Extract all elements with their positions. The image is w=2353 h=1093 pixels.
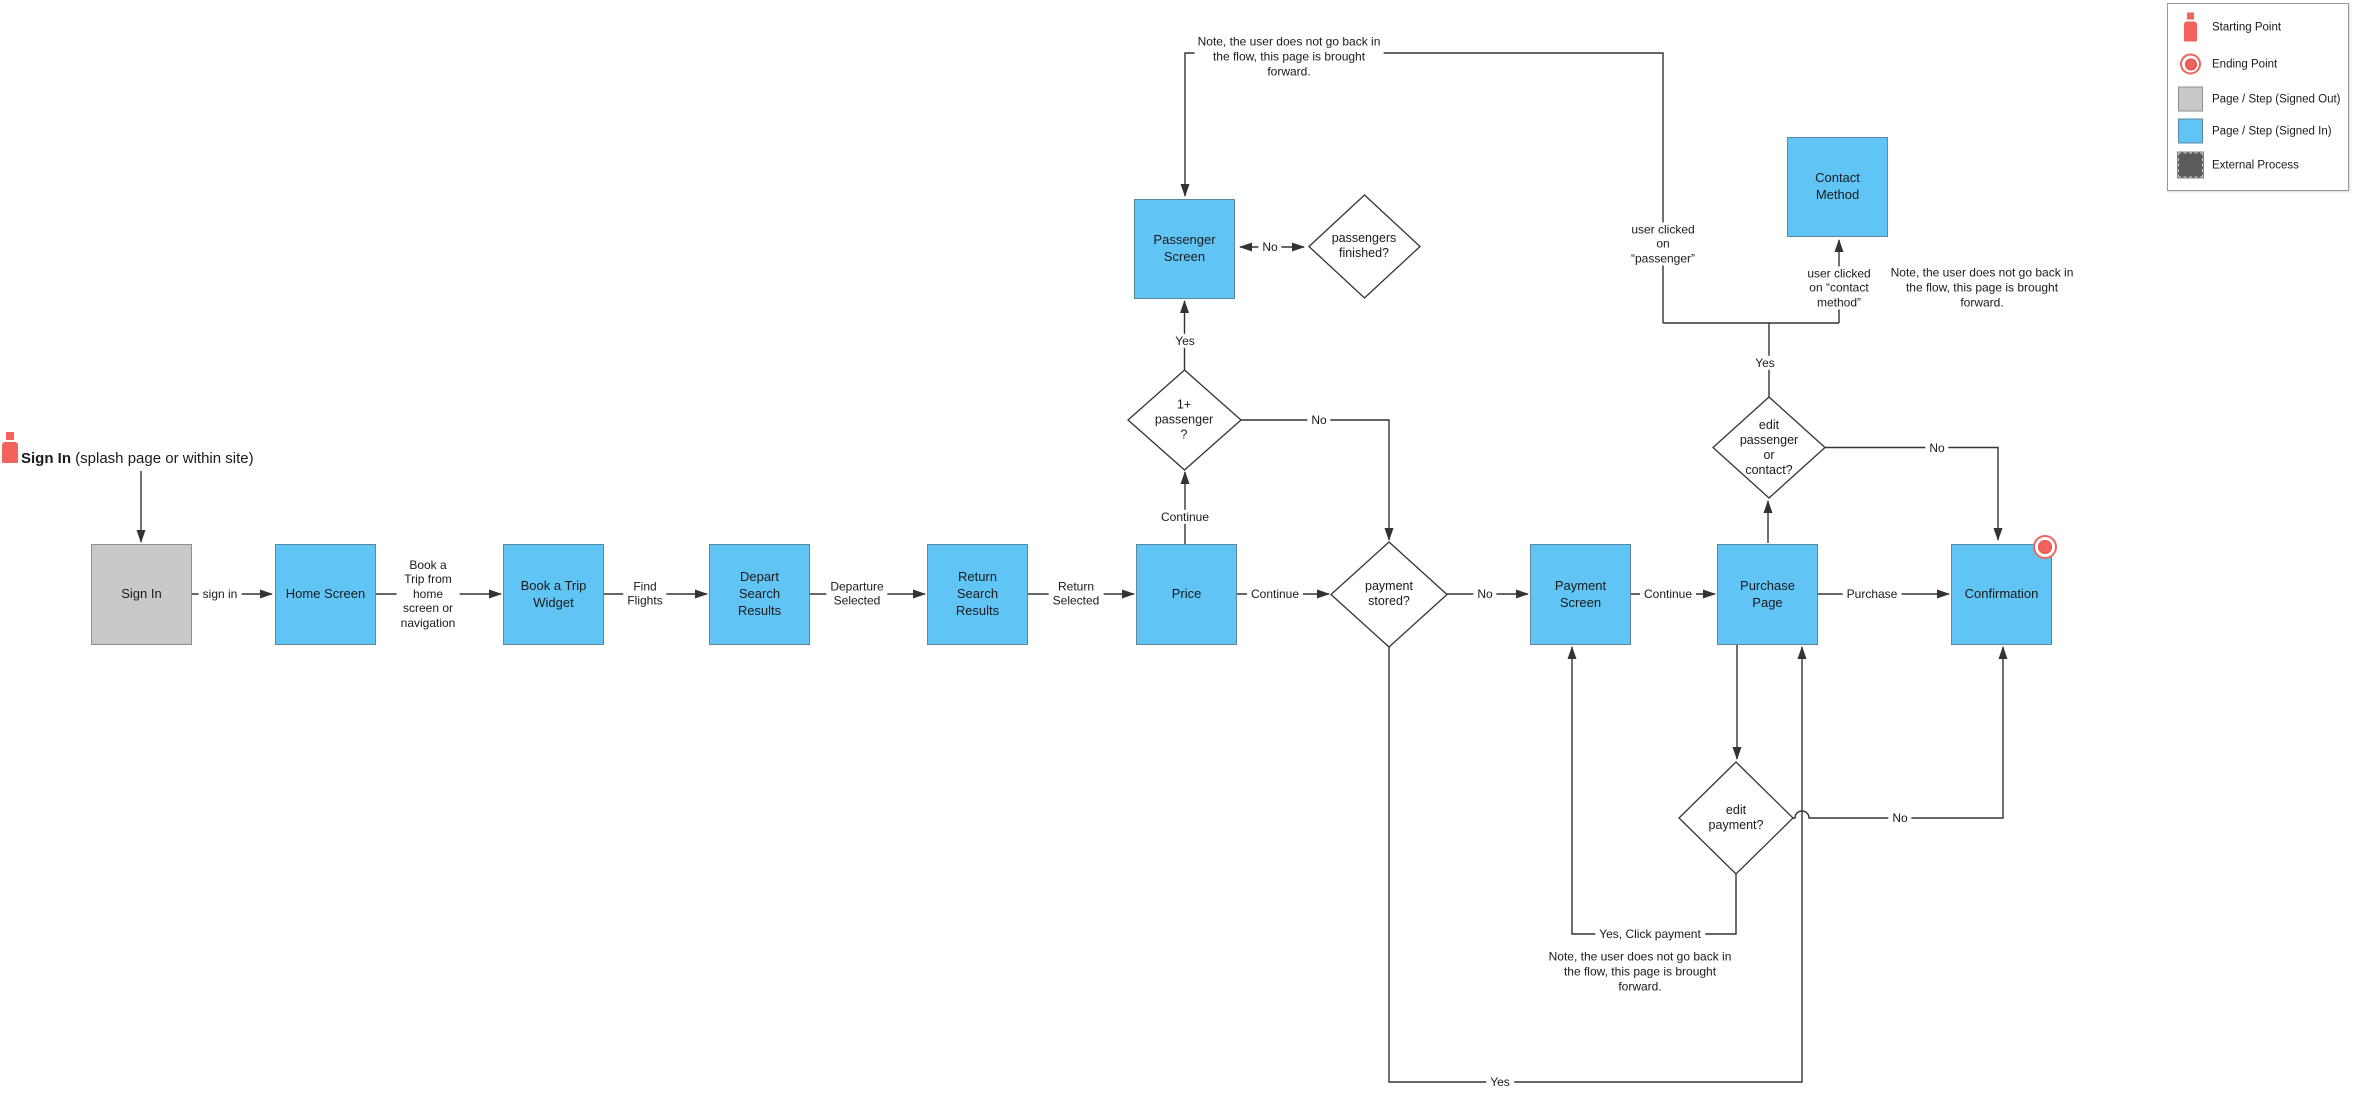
node-sign-in[interactable]: Sign In [91, 544, 192, 645]
decision-edit-payment[interactable] [1678, 761, 1794, 875]
legend-label: Page / Step (Signed In) [2212, 125, 2332, 137]
edge-label-book-a-trip: Book a Trip from home screen or navigati… [396, 558, 460, 630]
node-label: Depart Search Results [737, 569, 782, 618]
node-label: Home Screen [285, 586, 366, 602]
edge-label-continue-price: Continue [1246, 586, 1304, 602]
node-payment-screen[interactable]: Payment Screen [1530, 544, 1631, 645]
node-confirmation[interactable]: Confirmation [1951, 544, 2052, 645]
node-book-a-trip-widget[interactable]: Book a Trip Widget [503, 544, 604, 645]
edge-label-sign-in: sign in [198, 586, 242, 602]
edge-label-user-clicked-passenger: user clicked on “passenger” [1626, 222, 1700, 266]
node-home-screen[interactable]: Home Screen [275, 544, 376, 645]
legend-signed-in-icon [2177, 118, 2204, 144]
edge-label-return-selected: Return Selected [1048, 579, 1104, 609]
note-contact-method: Note, the user does not go back in the f… [1887, 265, 2077, 311]
node-label: Book a Trip Widget [520, 577, 587, 610]
legend-item-signed-in: Page / Step (Signed In) [2177, 118, 2332, 144]
decision-label-edit-payment: edit payment? [1708, 803, 1764, 832]
node-depart-search-results[interactable]: Depart Search Results [709, 544, 810, 645]
note-top: Note, the user does not go back in the f… [1194, 34, 1384, 80]
edge-label-no-edit-passenger: No [1925, 440, 1949, 456]
decision-one-plus-passenger[interactable] [1127, 369, 1242, 471]
decision-label-passengers-finished: passengers finished? [1331, 231, 1397, 260]
edge-clicked-passenger [1180, 52, 1664, 323]
flow-title-rest: (splash page or within site) [71, 450, 254, 467]
legend-external-process-icon [2177, 151, 2204, 179]
decision-label-edit-passenger-or-contact: edit passenger or contact? [1739, 418, 1799, 477]
edge-label-yes-one-plus: Yes [1171, 333, 1199, 349]
legend-label: Ending Point [2212, 58, 2278, 70]
node-label: Contact Method [1815, 170, 1860, 202]
node-label: Price [1171, 586, 1202, 602]
node-label: Return Search Results [955, 569, 1000, 618]
legend-item-external-process: External Process [2177, 151, 2299, 179]
decision-label-one-plus-passenger: 1+ passenger ? [1154, 397, 1214, 442]
note-edit-payment: Note, the user does not go back in the f… [1545, 949, 1735, 995]
edge-label-find-flights: Find Flights [623, 579, 667, 609]
legend-label: External Process [2212, 159, 2299, 171]
node-contact-method[interactable]: Contact Method [1787, 137, 1888, 237]
node-label: Passenger Screen [1153, 232, 1216, 264]
legend-ending-point-icon [2177, 53, 2204, 75]
legend-starting-point-icon [2177, 12, 2204, 42]
edge-label-continue-purchase: Continue [1639, 586, 1697, 602]
legend-signed-out-icon [2177, 86, 2204, 112]
node-price[interactable]: Price [1136, 544, 1237, 645]
edge-editpayment-no-confirmation [1793, 646, 2008, 819]
edge-paymentstored-yes-purchase [1388, 646, 1807, 1083]
edge-oneplus-no-paymentstored [1241, 419, 1394, 541]
edge-label-no-passengers-finished: No [1258, 239, 1282, 255]
decision-passengers-finished[interactable] [1308, 194, 1421, 299]
node-label: Confirmation [1964, 586, 2039, 602]
edge-label-no-one-plus: No [1307, 412, 1331, 428]
starting-point-icon [2, 432, 18, 463]
legend-item-signed-out: Page / Step (Signed Out) [2177, 86, 2341, 112]
flow-title-bold: Sign In [21, 450, 71, 467]
node-label: Purchase Page [1740, 577, 1795, 610]
edge-label-purchase: Purchase [1842, 586, 1902, 602]
edge-label-departure-selected: Departure Selected [826, 579, 888, 609]
edge-label-no-payment-stored: No [1473, 586, 1497, 602]
decision-edit-passenger-or-contact[interactable] [1712, 396, 1826, 499]
legend-label: Page / Step (Signed Out) [2212, 93, 2341, 105]
ending-point-icon[interactable] [2033, 535, 2057, 559]
flow-title: Sign In (splash page or within site) [21, 450, 254, 467]
edge-label-yes-payment-stored: Yes [1486, 1074, 1514, 1090]
edge-label-yes-edit-passenger: Yes [1751, 355, 1779, 371]
edge-label-yes-click-payment: Yes, Click payment [1595, 926, 1705, 942]
node-passenger-screen[interactable]: Passenger Screen [1134, 199, 1235, 299]
edge-editpassenger-no-confirmation [1825, 446, 2003, 541]
edge-label-no-edit-payment: No [1888, 810, 1912, 826]
legend-item-ending-point: Ending Point [2177, 53, 2278, 75]
decision-payment-stored[interactable] [1330, 541, 1448, 648]
edge-label-continue-up: Continue [1156, 509, 1214, 525]
node-return-search-results[interactable]: Return Search Results [927, 544, 1028, 645]
node-label: Payment Screen [1554, 577, 1607, 610]
node-purchase-page[interactable]: Purchase Page [1717, 544, 1818, 645]
node-label: Sign In [121, 586, 162, 602]
legend-label: Starting Point [2212, 21, 2282, 33]
legend-item-starting-point: Starting Point [2177, 12, 2282, 42]
decision-label-payment-stored: payment stored? [1365, 579, 1413, 608]
legend-panel: Starting Point Ending Point Page / Step … [2167, 3, 2349, 191]
edge-label-user-clicked-contact: user clicked on “contact method” [1803, 266, 1875, 310]
